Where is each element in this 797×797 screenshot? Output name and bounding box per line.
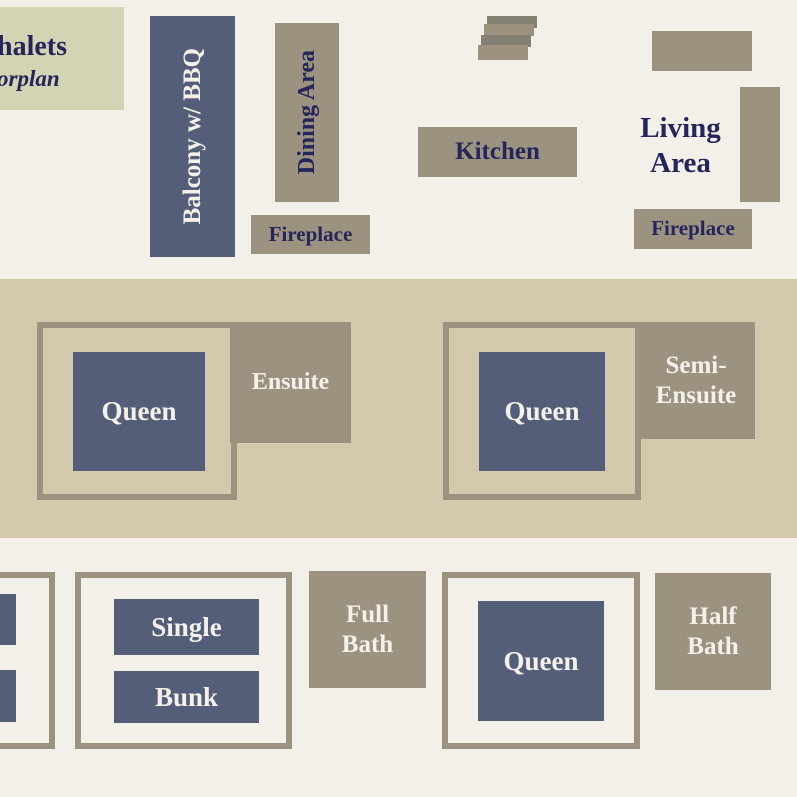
balcony-label: Balcony w/ BBQ xyxy=(178,48,206,225)
ensuite: Ensuite xyxy=(230,322,351,443)
fireplace-right: Fireplace xyxy=(634,209,752,249)
queen-bed-right: Queen xyxy=(479,352,605,471)
stairs-icon xyxy=(478,16,538,61)
kitchen-counter: Kitchen xyxy=(418,127,577,177)
living-sofa-top xyxy=(652,31,752,71)
title-box: halets orplan xyxy=(0,7,124,110)
bunk-bed: Bunk xyxy=(114,671,259,723)
partial-bed-1 xyxy=(0,594,16,645)
queen-bed-left: Queen xyxy=(73,352,205,471)
dining-area: Dining Area xyxy=(275,23,339,202)
bedroom-left-frame xyxy=(37,322,237,500)
dining-label: Dining Area xyxy=(293,50,320,175)
half-bath: Half Bath xyxy=(655,573,771,690)
partial-bed-2 xyxy=(0,670,16,722)
bunk-room-frame xyxy=(75,572,292,749)
title-line-1: halets xyxy=(0,31,67,62)
bedroom-right-frame xyxy=(443,322,641,500)
living-sofa-side xyxy=(740,87,780,202)
semi-ensuite: Semi-Ensuite xyxy=(637,322,755,439)
bedroom-partial-frame xyxy=(0,572,55,749)
balcony-room: Balcony w/ BBQ xyxy=(150,16,235,257)
queen-bed-lower: Queen xyxy=(478,601,604,721)
title-line-2: orplan xyxy=(0,66,60,91)
full-bath: Full Bath xyxy=(309,571,426,688)
bedroom-lower-frame xyxy=(442,572,640,749)
fireplace-left: Fireplace xyxy=(251,215,370,254)
single-bed: Single xyxy=(114,599,259,655)
living-area-label: Living Area xyxy=(640,111,721,179)
